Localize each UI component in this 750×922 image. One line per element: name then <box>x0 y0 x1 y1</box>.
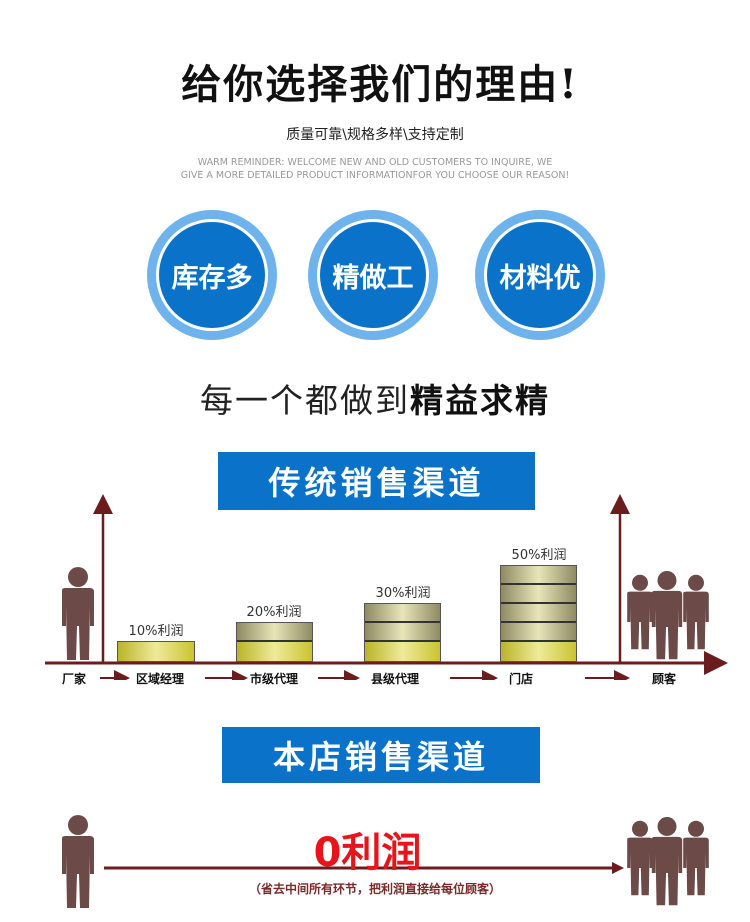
profit-layer <box>237 623 312 642</box>
profit-layer <box>501 642 576 661</box>
feature-circle: 材料优 <box>475 210 605 340</box>
slogan-normal: 每一个都做到 <box>200 381 410 420</box>
zero-profit-note: （省去中间所有环节，把利润直接给每位顾客） <box>248 882 501 896</box>
profit-label: 30%利润 <box>375 586 431 601</box>
profit-layer <box>365 604 440 623</box>
profit-layer <box>501 623 576 642</box>
traditional-banner: 传统销售渠道 <box>218 452 535 510</box>
profit-layer <box>501 604 576 623</box>
profit-layer <box>501 566 576 585</box>
zero-profit: 0利润 <box>313 830 422 876</box>
feature-circle: 精做工 <box>308 210 438 340</box>
feature-label: 库存多 <box>156 219 268 331</box>
profit-layer <box>501 585 576 604</box>
channel-axes <box>45 494 728 680</box>
slogan: 每一个都做到精益求精 <box>0 374 750 422</box>
profit-layer <box>118 642 194 661</box>
profit-label: 50%利润 <box>511 548 567 563</box>
subtitle: 质量可靠\规格多样\支持定制 <box>286 127 464 143</box>
profit-label: 20%利润 <box>246 605 302 620</box>
profit-label: 10%利润 <box>128 624 184 639</box>
feature-label: 材料优 <box>484 219 596 331</box>
customers-icon <box>627 570 709 660</box>
direct-arrow <box>104 862 624 874</box>
slogan-bold: 精益求精 <box>410 381 550 420</box>
profit-stack <box>364 603 441 662</box>
profit-stack <box>236 622 313 662</box>
feature-label: 精做工 <box>317 219 429 331</box>
manufacturer-person-icon <box>62 567 94 660</box>
profit-layer <box>365 623 440 642</box>
chain-label: 市级代理 <box>250 672 299 686</box>
chain-label: 县级代理 <box>371 672 420 686</box>
warm-reminder: WARM REMINDER: WELCOME NEW AND OLD CUSTO… <box>0 156 750 182</box>
chain-label: 门店 <box>509 672 534 686</box>
reminder-line: GIVE A MORE DETAILED PRODUCT INFORMATION… <box>180 170 570 181</box>
chain-label: 顾客 <box>652 672 677 686</box>
page-title: 给你选择我们的理由! <box>181 61 579 108</box>
feature-circle: 库存多 <box>147 210 277 340</box>
chain-label: 区域经理 <box>136 672 185 686</box>
profit-layer <box>365 642 440 661</box>
profit-stack <box>500 565 577 662</box>
our-banner: 本店销售渠道 <box>222 727 540 783</box>
chain-label: 厂家 <box>62 672 87 686</box>
profit-stack <box>117 641 195 662</box>
reminder-line: WARM REMINDER: WELCOME NEW AND OLD CUSTO… <box>197 157 553 168</box>
profit-layer <box>237 642 312 661</box>
